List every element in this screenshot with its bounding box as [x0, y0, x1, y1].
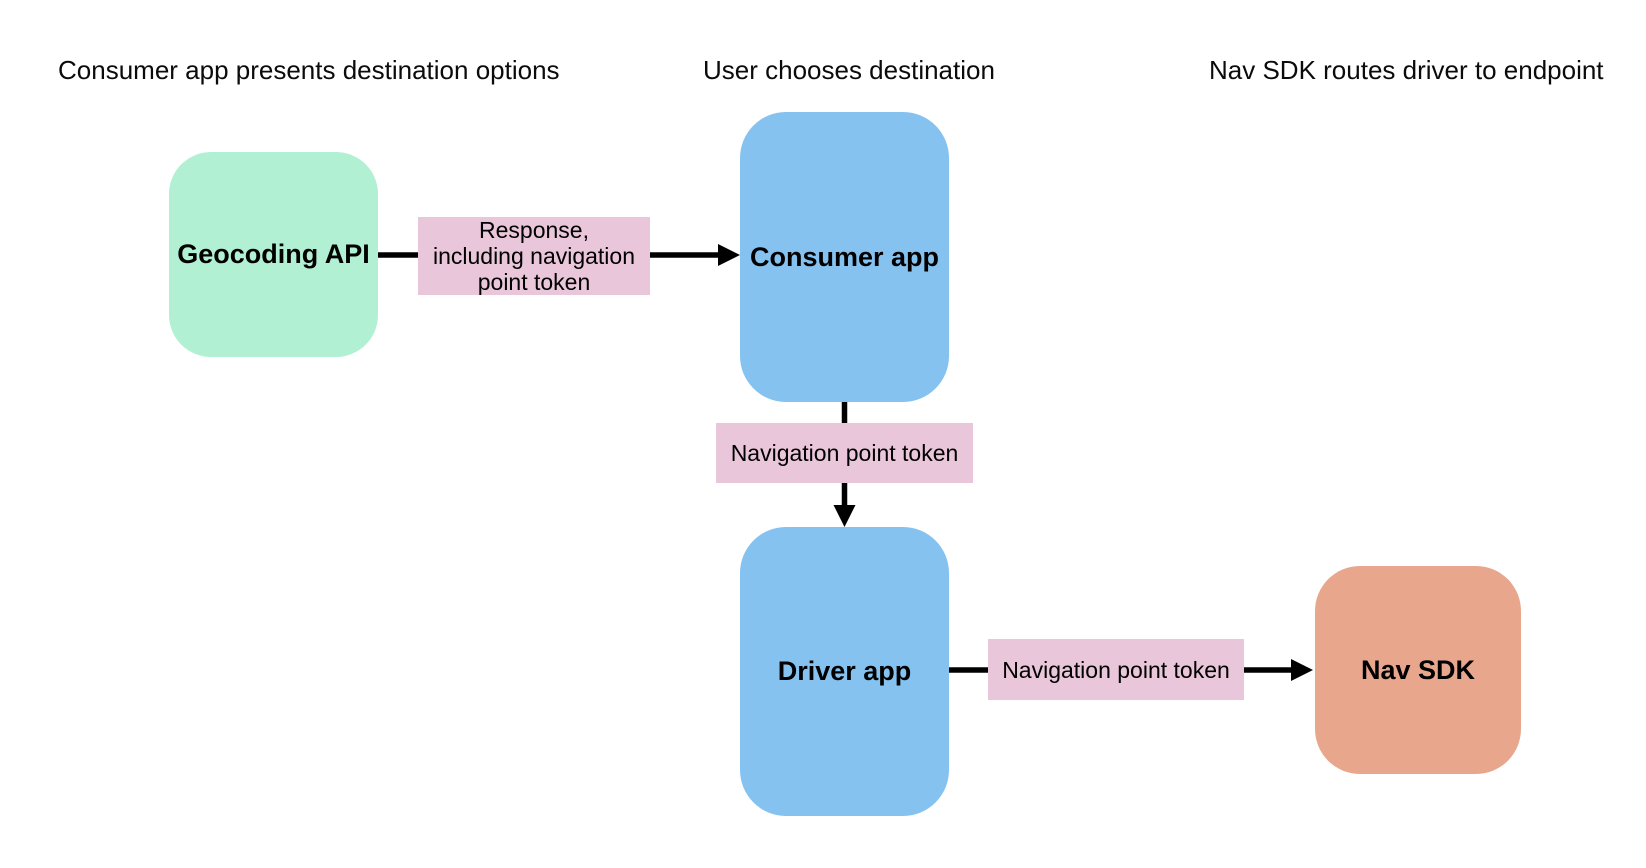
phase-header-nav-sdk-routes-driver: Nav SDK routes driver to endpoint [1209, 55, 1604, 85]
node-nav-sdk: Nav SDK [1315, 566, 1521, 774]
phase-header-consumer-presents-options: Consumer app presents destination option… [58, 55, 560, 85]
node-geocoding-api-label: Geocoding API [177, 239, 370, 269]
edge-label-response-text: Response, including navigation point tok… [432, 217, 636, 295]
node-consumer-app-label: Consumer app [749, 241, 940, 272]
node-geocoding-api: Geocoding API [169, 152, 378, 357]
edge-label-navigation-token-consumer-to-driver: Navigation point token [716, 423, 973, 483]
node-consumer-app: Consumer app [740, 112, 949, 402]
node-driver-app: Driver app [740, 527, 949, 816]
node-nav-sdk-label: Nav SDK [1360, 654, 1476, 685]
node-driver-app-label: Driver app [777, 656, 912, 686]
edge-label-navigation-token-driver-to-navsdk-text: Navigation point token [1002, 656, 1230, 683]
edge-label-response-including-token: Response, including navigation point tok… [418, 217, 650, 295]
edge-label-navigation-token-driver-to-navsdk: Navigation point token [988, 639, 1244, 700]
phase-header-user-chooses-destination: User chooses destination [703, 55, 995, 85]
edge-label-navigation-token-consumer-to-driver-text: Navigation point token [730, 440, 959, 466]
